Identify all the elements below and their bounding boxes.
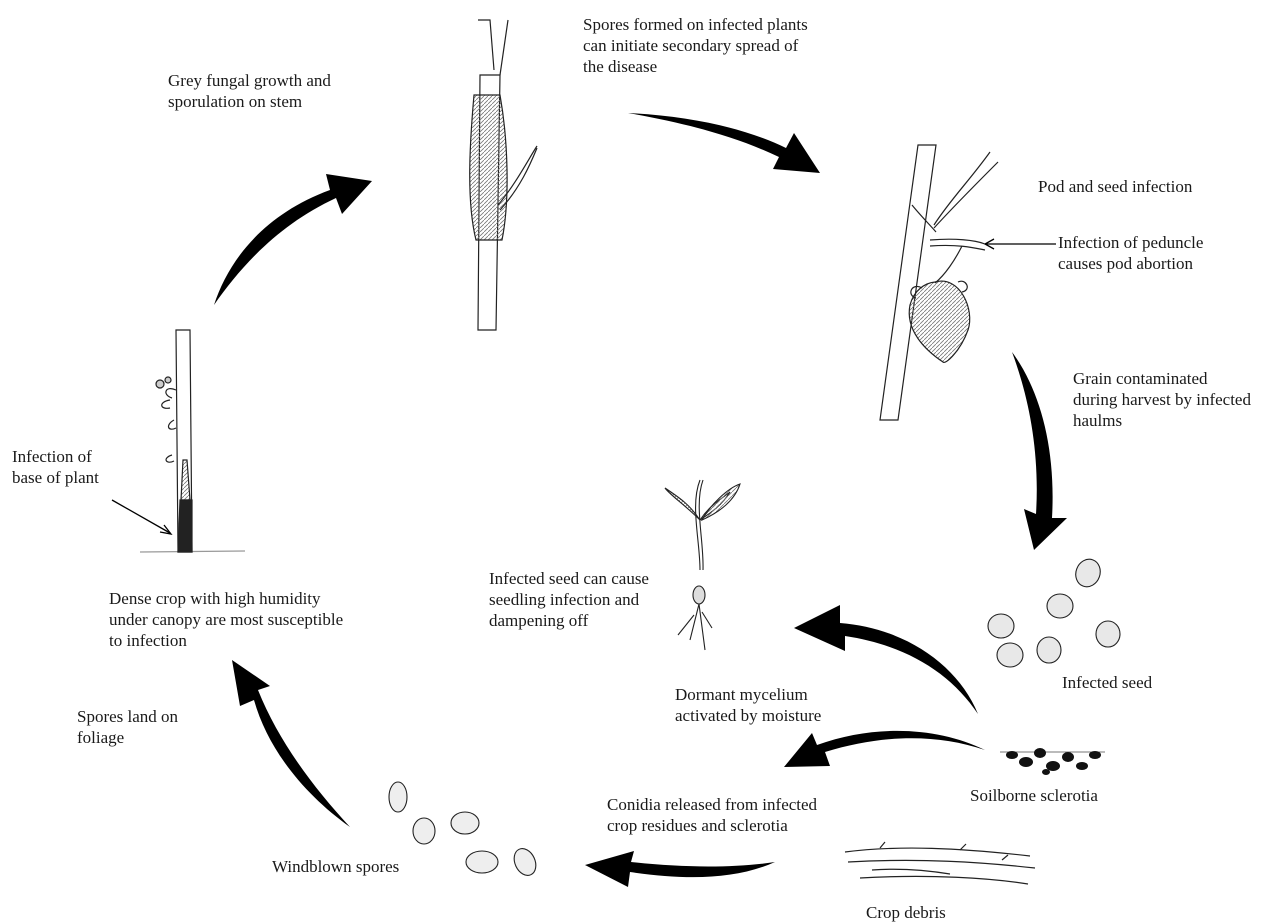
label-windblown-spores: Windblown spores [272,856,399,877]
pointer-peduncle [985,239,1056,249]
label-crop-debris: Crop debris [866,902,946,923]
cycle-arrow-debris-to-spores [585,851,775,887]
label-grey-fungal-growth: Grey fungal growth and sporulation on st… [168,70,331,112]
label-dense-crop: Dense crop with high humidity under cano… [109,588,343,651]
label-peduncle-infection: Infection of peduncle causes pod abortio… [1058,232,1203,274]
cycle-arrow-seed-to-seedling [794,605,978,714]
cycle-arrow-spores-to-foliage [232,660,350,827]
label-infected-seed: Infected seed [1062,672,1152,693]
pointer-base-of-plant [112,500,171,534]
label-seedling-infection: Infected seed can cause seedling infecti… [489,568,649,631]
infected-base-plant-illustration [140,330,245,552]
infected-stem-illustration [470,20,537,330]
cycle-arrow-stem-to-pod [628,113,820,173]
label-spores-land: Spores land on foliage [77,706,178,748]
windblown-spores-illustration [389,782,540,879]
cycle-arrow-sclerotia-to-dormant [784,731,985,767]
label-dormant-mycelium: Dormant mycelium activated by moisture [675,684,821,726]
label-secondary-spread: Spores formed on infected plants can ini… [583,14,808,77]
seedling-illustration [665,480,740,650]
label-conidia-released: Conidia released from infected crop resi… [607,794,817,836]
label-infection-base: Infection of base of plant [12,446,99,488]
label-pod-seed-infection: Pod and seed infection [1038,176,1192,197]
label-soilborne-sclerotia: Soilborne sclerotia [970,785,1098,806]
infected-seed-illustration [988,556,1120,667]
pod-infection-illustration [880,145,998,420]
crop-debris-illustration [845,842,1035,884]
sclerotia-illustration [1000,748,1105,775]
cycle-arrow-pod-to-seed [1012,352,1067,550]
label-grain-contaminated: Grain contaminated during harvest by inf… [1073,368,1251,431]
cycle-arrow-base-to-stem [214,174,372,305]
